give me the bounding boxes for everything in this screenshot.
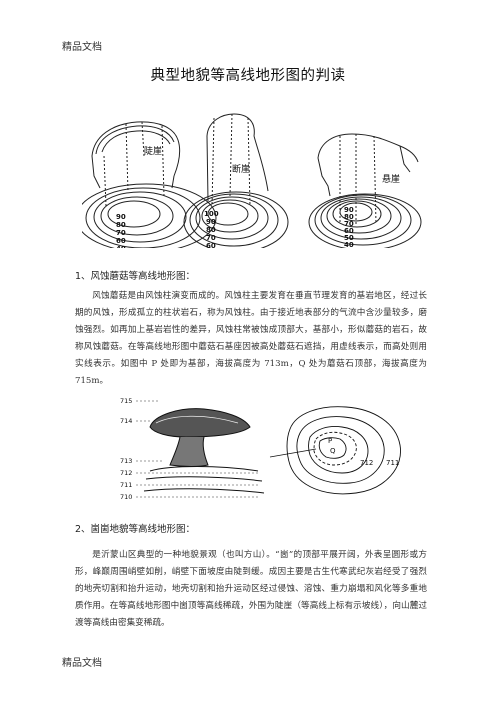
svg-text:80: 80 — [116, 221, 126, 229]
svg-text:40: 40 — [344, 241, 354, 248]
page-footer: 精品文档 — [62, 658, 102, 669]
svg-text:710: 710 — [120, 493, 132, 501]
cliff-contour-figure: 陡崖 断崖 悬崖 90 80 70 60 40 100 90 80 70 60 … — [82, 113, 422, 248]
section-2-heading: 2、崮崮地貌等高线地形图： — [75, 524, 196, 535]
svg-text:90: 90 — [206, 218, 216, 226]
svg-text:60: 60 — [344, 227, 354, 235]
svg-text:60: 60 — [206, 242, 216, 248]
svg-text:712: 712 — [120, 469, 132, 477]
overhang-cliff-diagram — [308, 133, 422, 248]
svg-text:80: 80 — [206, 226, 216, 234]
map-label-p: P — [328, 437, 332, 445]
svg-text:713: 713 — [120, 457, 132, 465]
svg-text:711: 711 — [386, 459, 399, 467]
svg-text:50: 50 — [344, 234, 354, 242]
svg-text:90: 90 — [344, 206, 354, 214]
section-2-paragraph: 是沂蒙山区典型的一种地貌景观（也叫方山）。“崮”的顶部平展开阔，外表呈圆形或方形… — [75, 550, 427, 628]
svg-text:40: 40 — [116, 245, 126, 248]
map-label-q: Q — [330, 447, 336, 455]
svg-text:714: 714 — [120, 417, 132, 425]
mushroom-rock-sketch — [143, 408, 265, 494]
svg-text:70: 70 — [344, 220, 354, 228]
svg-text:60: 60 — [116, 237, 126, 245]
svg-text:711: 711 — [120, 481, 132, 489]
svg-text:100: 100 — [204, 210, 219, 218]
svg-text:715: 715 — [120, 397, 132, 405]
fault-cliff-diagram — [183, 113, 289, 248]
svg-text:90: 90 — [116, 213, 126, 221]
svg-text:80: 80 — [344, 213, 354, 221]
page-header: 精品文档 — [62, 42, 102, 53]
mushroom-contour-map — [269, 406, 401, 495]
svg-text:70: 70 — [116, 229, 126, 237]
section-1-paragraph: 风蚀蘑菇是由风蚀柱演变而成的。风蚀柱主要发育在垂直节理发育的基岩地区，经过长期的… — [75, 291, 427, 386]
page-title: 典型地貌等高线地形图的判读 — [150, 68, 346, 84]
mushroom-rock-figure: 715 714 713 712 711 710 P Q 712 711 — [120, 397, 401, 501]
section-1-heading: 1、风蚀蘑菇等高线地形图： — [75, 271, 196, 282]
cliff-label-steep: 陡崖 — [144, 145, 162, 157]
steep-cliff-diagram — [82, 121, 217, 248]
svg-text:712: 712 — [360, 459, 373, 467]
svg-text:70: 70 — [206, 234, 216, 242]
cliff-label-overhang: 悬崖 — [382, 174, 400, 185]
cliff-label-fault: 断崖 — [232, 163, 250, 175]
